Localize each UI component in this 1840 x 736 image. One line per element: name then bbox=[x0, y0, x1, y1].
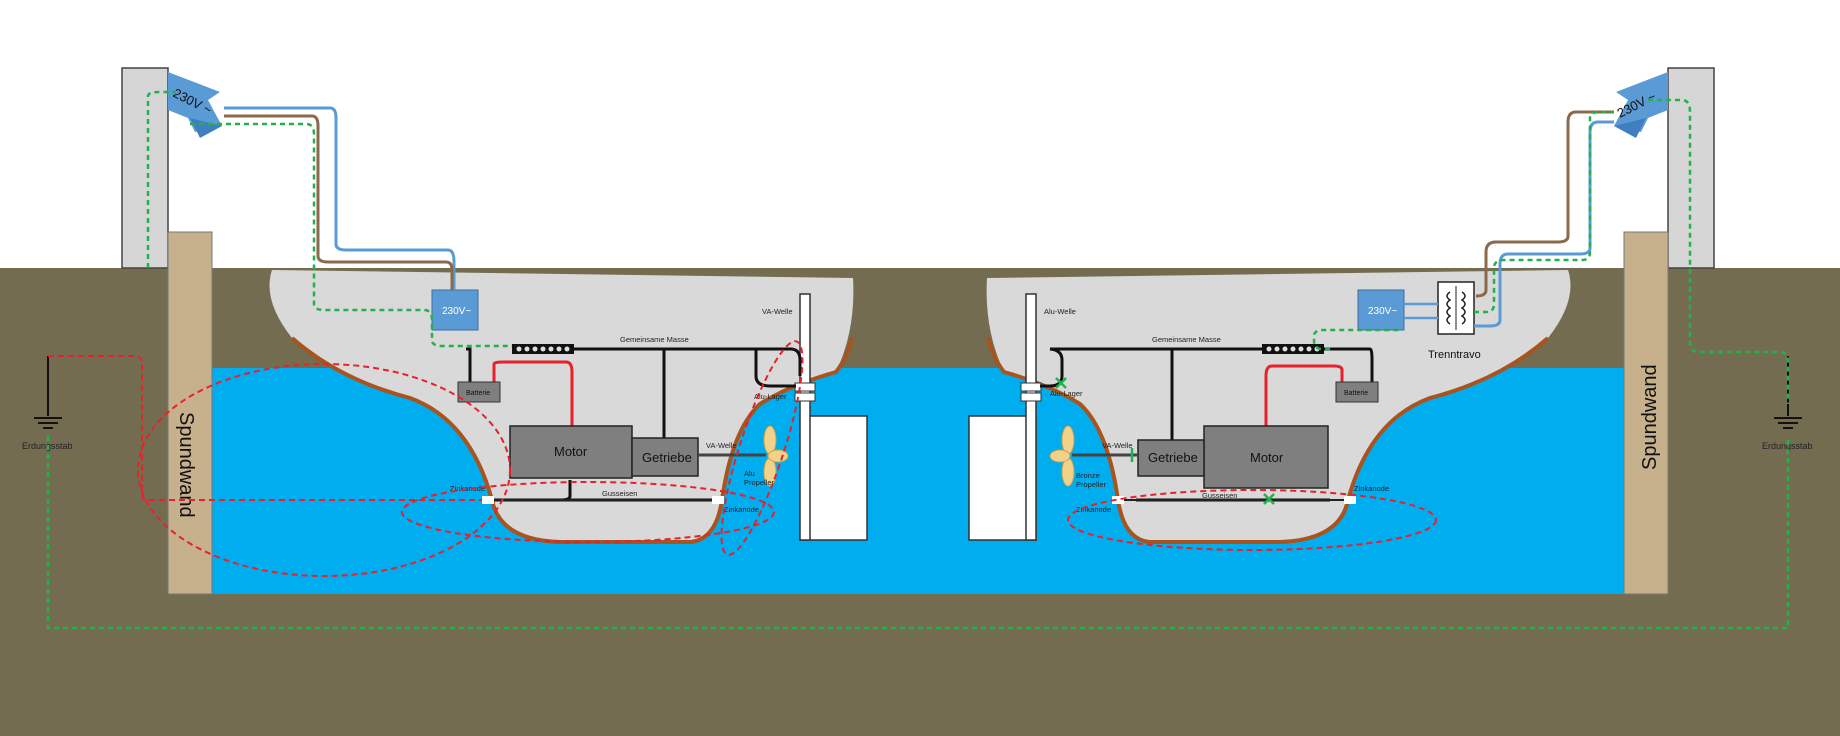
boat-left-keel-label: Gusseisen bbox=[602, 489, 637, 498]
boat-right-common-ground-label: Gemeinsame Masse bbox=[1152, 335, 1221, 344]
boat-right-rudder-shaft-label: Alu-Welle bbox=[1044, 307, 1076, 316]
boat-right-anode-right bbox=[1344, 496, 1356, 504]
boat-right-socket-to-transformer bbox=[1404, 302, 1438, 320]
boat-right-battery-label: Batterie bbox=[1344, 390, 1368, 397]
boat-left-battery-positive-cable bbox=[492, 360, 574, 428]
boat-left-motor-label: Motor bbox=[554, 444, 588, 459]
sheet-pile-wall-right bbox=[1623, 231, 1669, 595]
boat-right-keel-label: Gusseisen bbox=[1202, 491, 1237, 500]
boat-left-gearbox bbox=[631, 437, 699, 477]
boat-left-shore-socket-label: 230V~ bbox=[442, 306, 471, 317]
boat-left: VA-Welle Alu-Lager Gemeinsame Masse Batt… bbox=[224, 106, 868, 544]
galvanic-current-paths bbox=[48, 340, 1437, 577]
boat-right-anode-left bbox=[1112, 496, 1124, 504]
boat-right-shore-socket bbox=[1357, 289, 1405, 331]
boat-right-battery-positive-cable bbox=[1264, 364, 1344, 426]
boat-right-propeller-label-text: Bronze bbox=[1076, 471, 1100, 480]
boat-right-rudder-shaft bbox=[1025, 293, 1037, 541]
boat-left-common-ground-label: Gemeinsame Masse bbox=[620, 335, 689, 344]
boat-left-propeller-label-text-line-2: Propeller bbox=[744, 478, 775, 487]
ground-rod-right-label: Erdungsstab bbox=[1762, 441, 1813, 451]
boat-left-busbar bbox=[512, 344, 574, 354]
boat-left-gearbox-label: Getriebe bbox=[642, 450, 692, 465]
boat-left-rudder-shaft-label: VA-Welle bbox=[762, 307, 793, 316]
isolation-break-marks bbox=[1055, 377, 1275, 505]
boat-right-anode-left-label: Zinkanode bbox=[1076, 505, 1111, 514]
boat-right-propeller bbox=[1049, 425, 1075, 487]
boat-left-shore-cable-brown bbox=[224, 114, 454, 290]
boat-right-shore-cable-brown bbox=[1475, 110, 1614, 298]
boat-right-motor-label: Motor bbox=[1250, 450, 1284, 465]
boat-right-bearing-label: Alu-Lager bbox=[1050, 389, 1083, 398]
sheet-pile-wall-right-label: Spundwand bbox=[1639, 364, 1661, 470]
shore-plug-right: 230V ~ bbox=[1614, 72, 1668, 138]
sheet-pile-wall-left-label: Spundwand bbox=[175, 412, 197, 518]
boat-left-anode-right bbox=[712, 496, 724, 504]
ground-rod-right: Erdungsstab bbox=[1762, 356, 1813, 451]
isolation-transformer-label: Trenntravo bbox=[1428, 349, 1481, 361]
boat-right: Alu-Welle Alu-Lager Gemeinsame Masse Bat… bbox=[968, 110, 1614, 544]
boat-right-hull bbox=[986, 270, 1571, 542]
boat-right-shaft-label: VA-Welle bbox=[1102, 441, 1133, 450]
boat-left-battery bbox=[457, 381, 501, 403]
protective-earth-conductor bbox=[46, 90, 1790, 630]
boat-left-hull bbox=[269, 270, 854, 542]
boat-left-anode-left bbox=[482, 496, 494, 504]
isolation-transformer bbox=[1437, 281, 1475, 335]
boat-left-propeller bbox=[763, 425, 789, 487]
boat-left-bearing-label: Alu-Lager bbox=[754, 392, 787, 401]
boat-left-anode-right-label: Zinkanode bbox=[724, 505, 759, 514]
boat-left-battery-label: Batterie bbox=[466, 390, 490, 397]
boat-left-propeller-label-text: Alu bbox=[744, 469, 755, 478]
boat-left-shaft-label: VA-Welle bbox=[706, 441, 737, 450]
boat-left-shore-cable-blue bbox=[224, 106, 456, 290]
shore-right: Spundwand 230V ~ Erdungsstab bbox=[1614, 67, 1813, 595]
boat-right-gearbox-label: Getriebe bbox=[1148, 450, 1198, 465]
boat-right-busbar bbox=[1262, 344, 1324, 354]
boat-right-gearbox bbox=[1137, 439, 1205, 477]
boat-left-anode-left-label: Zinkanode bbox=[450, 484, 485, 493]
shore-plug-left: 230V ~ bbox=[168, 72, 222, 138]
boat-left-rudder-shaft bbox=[799, 293, 811, 541]
boat-right-battery bbox=[1335, 381, 1379, 403]
boat-left-motor bbox=[509, 425, 633, 479]
power-post-right bbox=[1667, 67, 1715, 269]
boat-right-shore-socket-label: 230V~ bbox=[1368, 306, 1397, 317]
power-post-left bbox=[121, 67, 169, 269]
boat-left-rudder-blade bbox=[799, 415, 868, 541]
boat-right-propeller-label-text-line-2: Propeller bbox=[1076, 480, 1107, 489]
boat-right-anode-right-label: Zinkanode bbox=[1354, 484, 1389, 493]
boat-right-motor bbox=[1203, 425, 1329, 489]
